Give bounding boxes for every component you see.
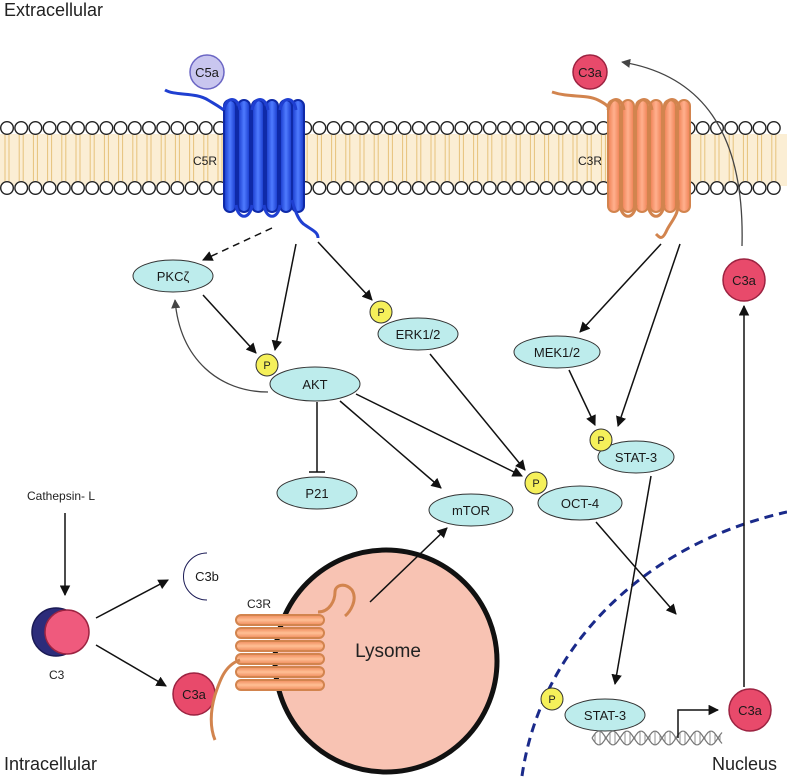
- svg-text:P: P: [377, 307, 384, 319]
- c3a-top-ligand: [572, 54, 608, 90]
- arrow-akt-to-pkcz: [171, 299, 269, 393]
- c5r-label: C5R: [193, 154, 217, 168]
- c3b-label: C3b: [195, 569, 219, 584]
- svg-text:ERK1/2: ERK1/2: [396, 327, 441, 342]
- arrow-oct4-to-nucleus: [595, 521, 677, 615]
- c3a-right-label: C3a: [732, 273, 757, 288]
- svg-text:STAT-3: STAT-3: [584, 708, 626, 723]
- c5r-receptor: [164, 88, 320, 239]
- c3r-lysosome-label: C3R: [247, 597, 271, 611]
- extracellular-label: Extracellular: [4, 0, 103, 20]
- arrow-c3r-to-stat3: [616, 243, 681, 427]
- arrow-c5r-to-pkcz: [202, 227, 273, 261]
- intracellular-label: Intracellular: [4, 754, 97, 774]
- c3r-membrane-label: C3R: [578, 154, 602, 168]
- svg-text:P: P: [548, 694, 555, 706]
- svg-text:PKCζ: PKCζ: [157, 269, 190, 284]
- stat3-node: STAT-3 P: [589, 428, 675, 474]
- cathepsin-label: Cathepsin- L: [27, 489, 95, 503]
- svg-text:STAT-3: STAT-3: [615, 450, 657, 465]
- nuclear-envelope: [520, 510, 787, 777]
- arrow-c3-to-c3a: [95, 644, 167, 687]
- transcription-arrow: [677, 704, 720, 738]
- c3-molecule: [31, 607, 90, 657]
- arrow-c3r-to-mek: [579, 243, 662, 333]
- arrow-erk-to-oct4: [429, 353, 526, 471]
- c3a-lower-left-label: C3a: [182, 687, 207, 702]
- svg-text:P21: P21: [305, 486, 328, 501]
- oct4-node: OCT-4 P: [524, 471, 623, 521]
- c3a-nucleus-label: C3a: [738, 703, 763, 718]
- c3a-top-label: C3a: [578, 65, 603, 80]
- inhibit-akt-to-p21: [309, 402, 325, 473]
- svg-text:OCT-4: OCT-4: [561, 496, 599, 511]
- svg-text:P: P: [597, 435, 604, 447]
- mtor-node: mTOR: [428, 493, 514, 527]
- c3-label: C3: [49, 668, 65, 682]
- c5a-label: C5a: [195, 65, 220, 80]
- arrow-mek-to-stat3: [568, 369, 596, 426]
- svg-text:AKT: AKT: [302, 377, 327, 392]
- stat3-nucleus-node: STAT-3 P: [540, 687, 646, 732]
- svg-text:MEK1/2: MEK1/2: [534, 345, 580, 360]
- arrow-akt-to-oct4: [355, 393, 523, 477]
- lysosome-label: Lysome: [355, 641, 421, 662]
- c3a-secretion-arrow: [621, 58, 743, 247]
- mek-node: MEK1/2: [513, 335, 601, 369]
- c3b-molecule: [183, 552, 208, 601]
- svg-text:P: P: [263, 360, 270, 372]
- arrow-akt-to-mtor: [339, 400, 442, 489]
- pkcz-node: PKCζ: [132, 259, 214, 293]
- svg-text:mTOR: mTOR: [452, 503, 490, 518]
- arrow-stat3-to-nucleus: [611, 475, 652, 686]
- arrow-pkcz-to-akt: [202, 294, 257, 354]
- svg-text:P: P: [532, 478, 539, 490]
- nucleus-label: Nucleus: [712, 754, 777, 774]
- c3r-membrane-receptor: [551, 90, 691, 239]
- erk-node: ERK1/2 P: [369, 300, 459, 351]
- c3r-lysosome-receptor: [209, 583, 356, 741]
- p21-node: P21: [276, 476, 358, 510]
- arrow-c3-to-c3b: [95, 579, 169, 619]
- c3a-right-ligand: [722, 258, 766, 302]
- arrow-c5r-to-erk: [317, 241, 373, 301]
- dna-helix: [591, 730, 723, 746]
- arrow-lysosome-to-mtor: [369, 527, 448, 603]
- akt-node: AKT P: [255, 353, 361, 402]
- arrow-c5r-to-akt: [271, 243, 297, 352]
- c3a-nucleus-ligand: [728, 688, 772, 732]
- c5a-ligand: [189, 54, 225, 90]
